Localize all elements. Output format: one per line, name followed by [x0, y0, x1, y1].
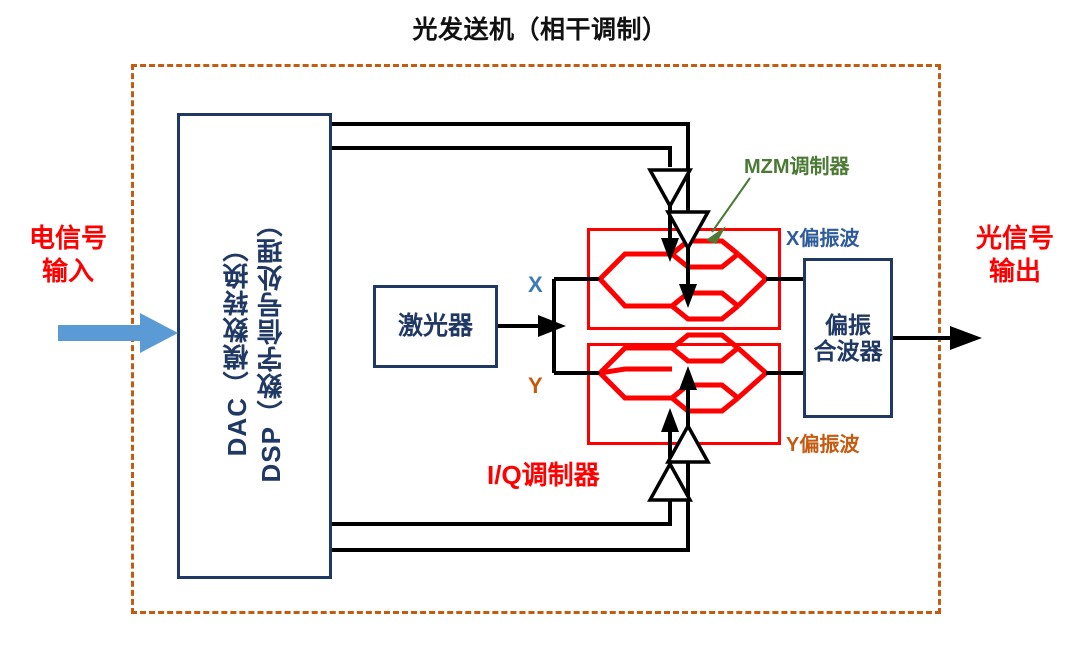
polarization-combiner-label: 偏振 合波器 [814, 312, 883, 365]
dsp-dac-labels: DSP（数字信号处理） DAC（模数转换） [221, 116, 287, 576]
pbc-label-line2: 合波器 [813, 338, 883, 364]
iq-modulator-label: I/Q调制器 [487, 460, 600, 490]
y-branch-label: Y [528, 373, 543, 398]
dsp-label: DSP（数字信号处理） [255, 209, 286, 483]
dsp-dac-block[interactable]: DSP（数字信号处理） DAC（模数转换） [177, 113, 332, 579]
iq-modulator-y-box[interactable] [587, 343, 781, 445]
electrical-input-line2: 输入 [41, 255, 94, 286]
mzm-callout-label: MZM调制器 [744, 156, 850, 178]
y-polarization-label: Y偏振波 [786, 434, 860, 456]
electrical-input-label: 电信号 输入 [8, 222, 128, 287]
iq-modulator-x-box[interactable] [587, 228, 781, 330]
x-polarization-label: X偏振波 [786, 228, 860, 250]
optical-output-label: 光信号 输出 [955, 222, 1075, 287]
electrical-input-line1: 电信号 [28, 223, 107, 253]
laser-block[interactable]: 激光器 [373, 285, 498, 368]
optical-output-line1: 光信号 [975, 223, 1054, 253]
laser-label: 激光器 [397, 312, 473, 341]
optical-output-line2: 输出 [988, 255, 1041, 286]
polarization-combiner-block[interactable]: 偏振 合波器 [803, 258, 893, 418]
dac-label: DAC（模数转换） [221, 235, 252, 457]
x-branch-label: X [528, 272, 543, 297]
page-title: 光发送机（相干调制） [412, 16, 668, 44]
pbc-label-line1: 偏振 [825, 311, 871, 338]
